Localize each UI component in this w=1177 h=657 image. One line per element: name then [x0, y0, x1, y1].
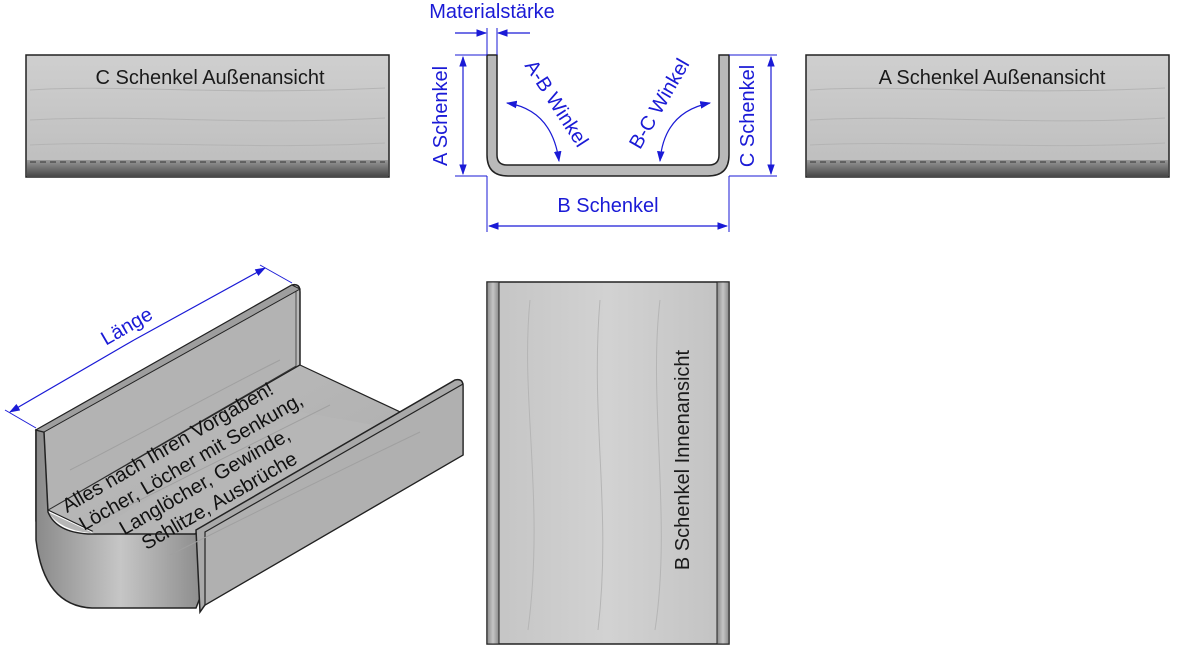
length-label: Länge — [97, 303, 156, 350]
u-profile-cross-section — [486, 54, 730, 177]
material-thickness-label: Materialstärke — [429, 1, 555, 23]
isometric-u-channel — [34, 283, 464, 615]
material-thickness-dimension: Materialstärke — [429, 1, 555, 55]
b-leg-dimension: B Schenkel — [486, 176, 730, 232]
c-leg-outer-label: C Schenkel Außenansicht — [95, 67, 324, 89]
c-leg-outer-view: C Schenkel Außenansicht — [25, 54, 390, 178]
b-leg-inner-label: B Schenkel Innenansicht — [672, 349, 694, 570]
b-leg-inner-view: B Schenkel Innenansicht — [486, 281, 730, 645]
a-leg-outer-label: A Schenkel Außenansicht — [879, 67, 1106, 89]
bc-angle-dimension: B-C Winkel — [625, 55, 712, 163]
b-leg-label: B Schenkel — [557, 195, 658, 217]
ab-angle-label: A-B Winkel — [520, 56, 592, 151]
a-leg-outer-view: A Schenkel Außenansicht — [805, 54, 1170, 178]
ab-angle-dimension: A-B Winkel — [505, 56, 592, 163]
a-leg-dimension: A Schenkel — [430, 54, 487, 177]
a-leg-label: A Schenkel — [430, 66, 452, 166]
c-leg-label: C Schenkel — [737, 65, 759, 167]
c-leg-dimension: C Schenkel — [729, 54, 777, 177]
bc-angle-label: B-C Winkel — [625, 55, 694, 153]
